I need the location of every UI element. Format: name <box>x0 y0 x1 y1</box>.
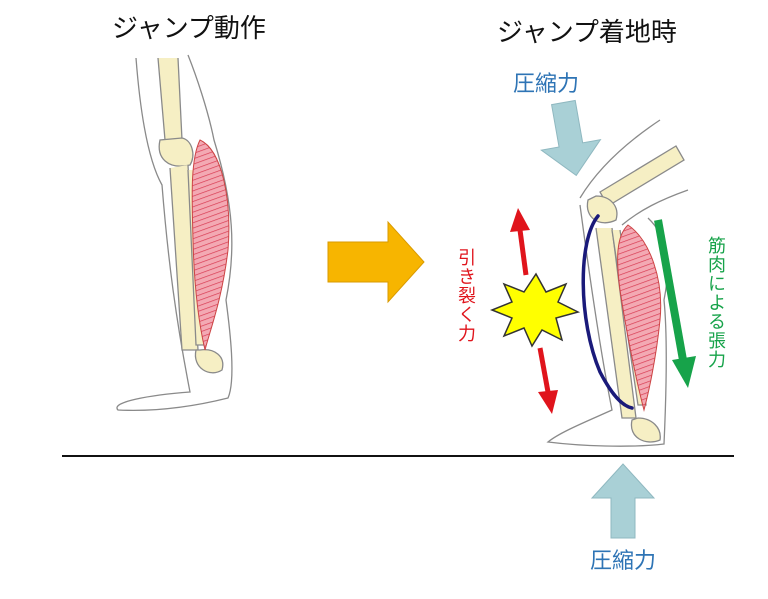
left-calf-muscle <box>191 139 230 351</box>
title-jump-action: ジャンプ動作 <box>112 14 266 44</box>
right-calf-muscle <box>617 224 662 412</box>
compression-arrow-bottom <box>590 463 656 539</box>
compression-label-bottom: 圧縮力 <box>590 549 657 574</box>
right-arrow-icon <box>327 220 425 304</box>
compression-label-top: 圧縮力 <box>513 72 580 97</box>
muscle-tension-label: 筋肉による張力 <box>705 236 726 369</box>
fascia-line <box>581 214 634 410</box>
title-jump-landing: ジャンプ着地時 <box>497 18 677 48</box>
muscle-tension-arrow <box>654 219 696 388</box>
tearing-arrow-up <box>510 208 530 276</box>
explosion-burst-icon <box>489 272 581 348</box>
tearing-force-label: 引き裂く力 <box>455 248 476 343</box>
compression-arrow-top <box>540 99 602 177</box>
tearing-arrow-down <box>537 347 558 414</box>
